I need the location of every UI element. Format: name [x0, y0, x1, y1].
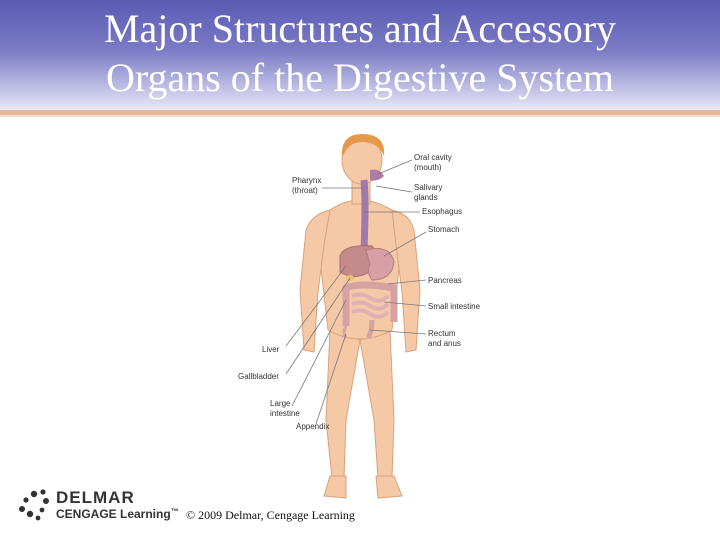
label-salivary-sub: glands [414, 193, 438, 202]
label-large-intestine: Large [270, 399, 291, 408]
digestive-organs [340, 170, 394, 338]
logo-wordmark-delmar: DELMAR [56, 488, 135, 508]
esophagus-shape [364, 180, 365, 250]
label-salivary: Salivary [414, 183, 442, 192]
label-pharynx-sub: (throat) [292, 186, 318, 195]
label-pharynx: Pharynx [292, 176, 321, 185]
label-appendix: Appendix [296, 422, 329, 431]
logo-trademark: ™ [171, 507, 179, 516]
label-oral-cavity: Oral cavity [414, 153, 452, 162]
label-pancreas: Pancreas [428, 276, 462, 285]
label-liver: Liver [262, 345, 280, 354]
label-rectum-sub: and anus [428, 339, 461, 348]
label-stomach: Stomach [428, 225, 460, 234]
label-rectum: Rectum [428, 329, 456, 338]
logo-cengage-text: CENGAGE Learning [56, 507, 171, 521]
human-body-illustration [300, 134, 420, 498]
label-small-intestine: Small intestine [428, 302, 481, 311]
copyright-notice: © 2009 Delmar, Cengage Learning [186, 508, 355, 523]
delmar-logo-mark [19, 489, 49, 520]
label-gallbladder: Gallbladder [238, 372, 279, 381]
logo-wordmark-cengage: CENGAGE Learning™ [56, 507, 179, 521]
label-esophagus: Esophagus [422, 207, 462, 216]
label-oral-cavity-sub: (mouth) [414, 163, 442, 172]
label-large-intestine-sub: intestine [270, 409, 300, 418]
